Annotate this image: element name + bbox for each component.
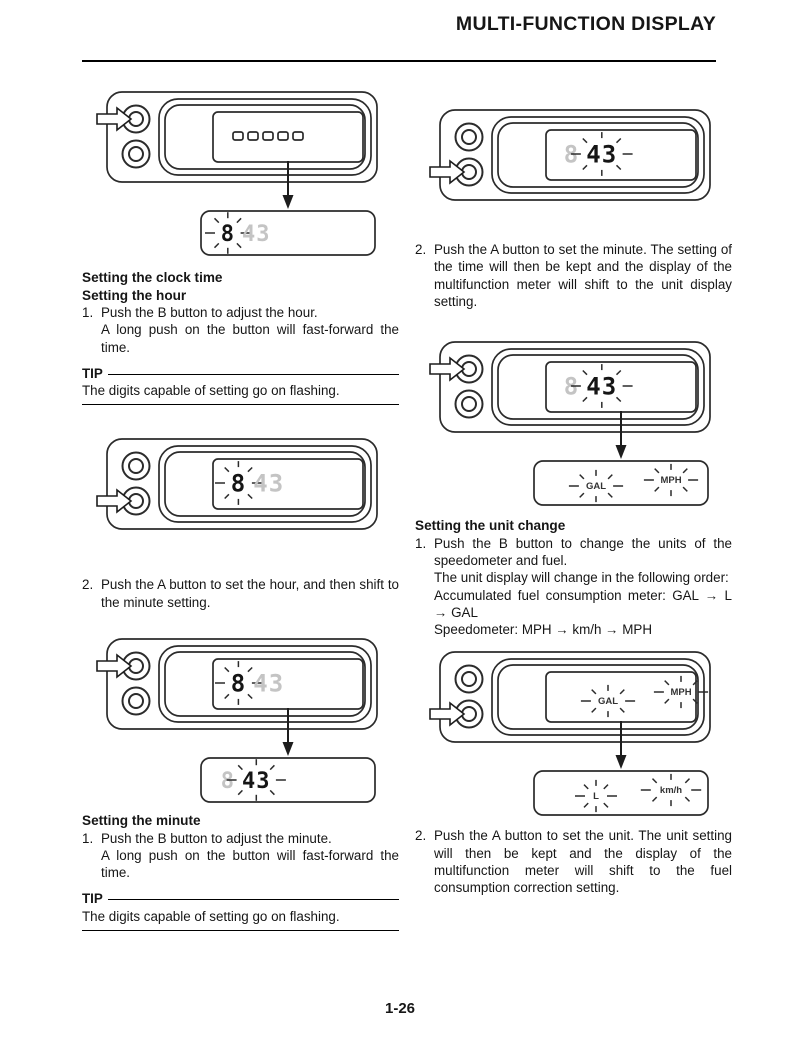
tip-block: TIP The digits capable of setting go on … bbox=[82, 890, 399, 931]
page-title: MULTI-FUNCTION DISPLAY bbox=[455, 13, 716, 35]
display-panel: 8 43 bbox=[199, 210, 376, 256]
tip-block: TIP The digits capable of setting go on … bbox=[82, 365, 399, 406]
unit-label: GAL bbox=[585, 481, 605, 492]
buttons-a-b bbox=[121, 451, 150, 516]
step-item: 1. Push the B button to adjust the hour. bbox=[82, 304, 399, 321]
step-subtext: Accumulated fuel consumption meter: GAL … bbox=[434, 587, 732, 620]
step-item: 2. Push the A button to set the unit. Th… bbox=[415, 827, 732, 896]
lcd-digits: 43 bbox=[253, 470, 284, 498]
section-heading-clock-time: Setting the clock time bbox=[82, 270, 223, 285]
step-number: 2. bbox=[415, 828, 427, 844]
section-heading-hour: Setting the hour bbox=[82, 287, 187, 303]
step-number: 2. bbox=[82, 577, 94, 593]
section-heading-minute: Setting the minute bbox=[82, 813, 201, 829]
push-arrow-icon bbox=[95, 106, 132, 132]
step-number: 1. bbox=[82, 305, 94, 321]
buttons-a-b bbox=[454, 122, 483, 187]
lcd-digits: 8 bbox=[230, 670, 245, 698]
unit-label: GAL bbox=[597, 697, 617, 708]
title-rule bbox=[82, 60, 716, 62]
step-number: 1. bbox=[82, 830, 94, 846]
step-number: 2. bbox=[415, 242, 427, 257]
section-heading-unit-change: Setting the unit change bbox=[415, 518, 566, 534]
lcd-digits: 43 bbox=[242, 222, 271, 247]
down-arrow-icon bbox=[615, 721, 626, 770]
figure-clock-initial: 8 43 bbox=[95, 90, 387, 257]
lcd-digits: 8 bbox=[220, 222, 234, 247]
figure-hour-flashing: 8 43 bbox=[95, 437, 387, 532]
step-text: Push the A button to set the hour, and t… bbox=[101, 577, 399, 610]
unit-label: MPH bbox=[660, 475, 681, 486]
device-illustration: 8 43 bbox=[95, 638, 378, 730]
push-arrow-icon bbox=[428, 159, 465, 185]
lcd-digits: 43 bbox=[242, 769, 271, 794]
tip-note: The digits capable of setting go on flas… bbox=[82, 908, 340, 924]
step-subtext: A long push on the button will fast-forw… bbox=[101, 322, 399, 355]
step-number: 1. bbox=[415, 535, 427, 551]
tip-rule bbox=[107, 373, 399, 375]
buttons-a-b bbox=[454, 664, 483, 729]
lcd-digits: 8 bbox=[230, 470, 245, 498]
lcd-digits: 8 bbox=[220, 769, 234, 794]
tip-rule bbox=[107, 899, 399, 901]
step-item: 1. Push the B button to adjust the minut… bbox=[82, 830, 399, 847]
step-item: 1. Push the B button to change the units… bbox=[415, 535, 732, 570]
unit-label: km/h bbox=[659, 786, 681, 797]
step-subtext: Speedometer: MPH → km/h → MPH bbox=[434, 622, 653, 638]
display-panel: 8 43 bbox=[199, 757, 376, 803]
display-panel: Lkm/h bbox=[532, 770, 709, 817]
push-arrow-icon bbox=[95, 653, 132, 679]
device-illustration bbox=[95, 91, 378, 183]
step-text: Push the B button to adjust the hour. bbox=[101, 305, 318, 321]
down-arrow-icon bbox=[282, 161, 293, 209]
step-item: 2. Push the A button to set the minute. … bbox=[415, 241, 732, 310]
step-text: Push the B button to adjust the minute. bbox=[101, 830, 332, 846]
push-arrow-icon bbox=[95, 488, 132, 515]
lcd-digits: 43 bbox=[586, 141, 617, 169]
step-text: Push the B button to change the units of… bbox=[434, 535, 732, 568]
page-number: 1-26 bbox=[384, 1000, 416, 1017]
tip-label: TIP bbox=[82, 891, 103, 907]
lcd-digits: 43 bbox=[253, 670, 284, 698]
buttons-a-b bbox=[121, 651, 150, 716]
tip-note: The digits capable of setting go on flas… bbox=[82, 383, 340, 399]
step-item: 2. Push the A button to set the hour, an… bbox=[82, 576, 399, 611]
step-subtext: A long push on the button will fast-forw… bbox=[101, 847, 399, 881]
push-arrow-icon bbox=[428, 701, 465, 727]
device-illustration: 8 43 bbox=[95, 438, 378, 531]
display-panel: GAL MPH bbox=[532, 460, 709, 506]
figure-hour-set: 8 43 8 43 bbox=[95, 637, 387, 804]
device-illustration: GAL MPH bbox=[428, 651, 711, 744]
buttons-a-b bbox=[454, 354, 483, 419]
down-arrow-icon bbox=[615, 411, 626, 460]
push-arrow-icon bbox=[428, 356, 465, 382]
step-text: Push the A button to set the unit. The u… bbox=[434, 828, 732, 896]
step-subtext: The unit display will change in the foll… bbox=[434, 570, 729, 586]
display-squares bbox=[231, 131, 304, 141]
step-text: Push the A button to set the minute. The… bbox=[434, 242, 732, 309]
lcd-digits: 43 bbox=[586, 373, 617, 401]
tip-label: TIP bbox=[82, 365, 103, 381]
unit-label: L bbox=[593, 792, 599, 803]
column-left: 8 43 Setting the clock time Setting the h… bbox=[82, 90, 399, 931]
down-arrow-icon bbox=[282, 708, 293, 757]
unit-label: MPH bbox=[670, 688, 691, 699]
